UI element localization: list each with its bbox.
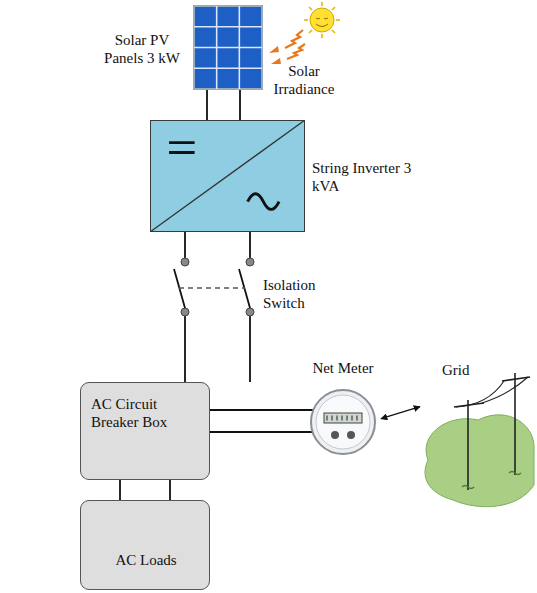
meter-display [324,413,362,423]
pv-panel-illustration [193,5,263,90]
pv-node: Solar PV Panels 3 kW [193,5,263,90]
wire-pair [120,480,170,500]
sun-rays [304,2,340,38]
inverter-symbol [151,121,304,231]
irradiance-arrows [285,30,305,59]
switch-contact [246,308,254,316]
switch-contact [181,308,189,316]
irradiance-heads [269,46,281,64]
rounded-box: AC Circuit Breaker Box [80,382,210,480]
annotation-label: Solar Irradiance [266,62,342,98]
meter-body [311,390,375,454]
wire-pair [207,90,240,120]
wire-pair [185,316,250,382]
bidirectional-arrow [381,407,420,419]
meter-button [331,431,339,439]
panel-frame [194,6,262,89]
dc-symbol [169,143,195,153]
sw-node: Isolation Switch [170,256,265,318]
meter-button [347,431,355,439]
panel-cell-grid [194,6,262,89]
switch-gang-link [179,287,245,289]
node-label: Solar PV Panels 3 kW [96,31,188,67]
utility-poles [454,373,530,490]
grid-node: Grid [418,365,534,510]
net-meter-illustration [310,389,376,455]
switch-contact [246,258,254,266]
inv-node: String Inverter 3 kVA [150,120,305,232]
meter-digit-strokes [327,416,357,421]
ac-symbol [248,194,279,210]
wire-pair [210,410,313,432]
rounded-box: AC Loads [80,500,210,590]
box-label: AC Loads [91,551,201,569]
meter-face [316,395,370,449]
sun-face [316,18,328,27]
isolation-switch-symbol [170,256,265,318]
switch-contact [181,258,189,266]
meter-node: Net Meter [310,389,376,455]
node-label: Grid [442,361,486,379]
ground-patch [425,415,534,507]
grid-illustration [418,365,534,510]
wire-pair [185,232,250,258]
node-label: Net Meter [293,359,393,377]
inverter-diagonal [151,121,303,231]
sun [310,8,334,32]
box-label: AC Circuit Breaker Box [91,395,191,431]
node-label: Isolation Switch [263,276,337,312]
node-label: String Inverter 3 kVA [312,159,418,195]
